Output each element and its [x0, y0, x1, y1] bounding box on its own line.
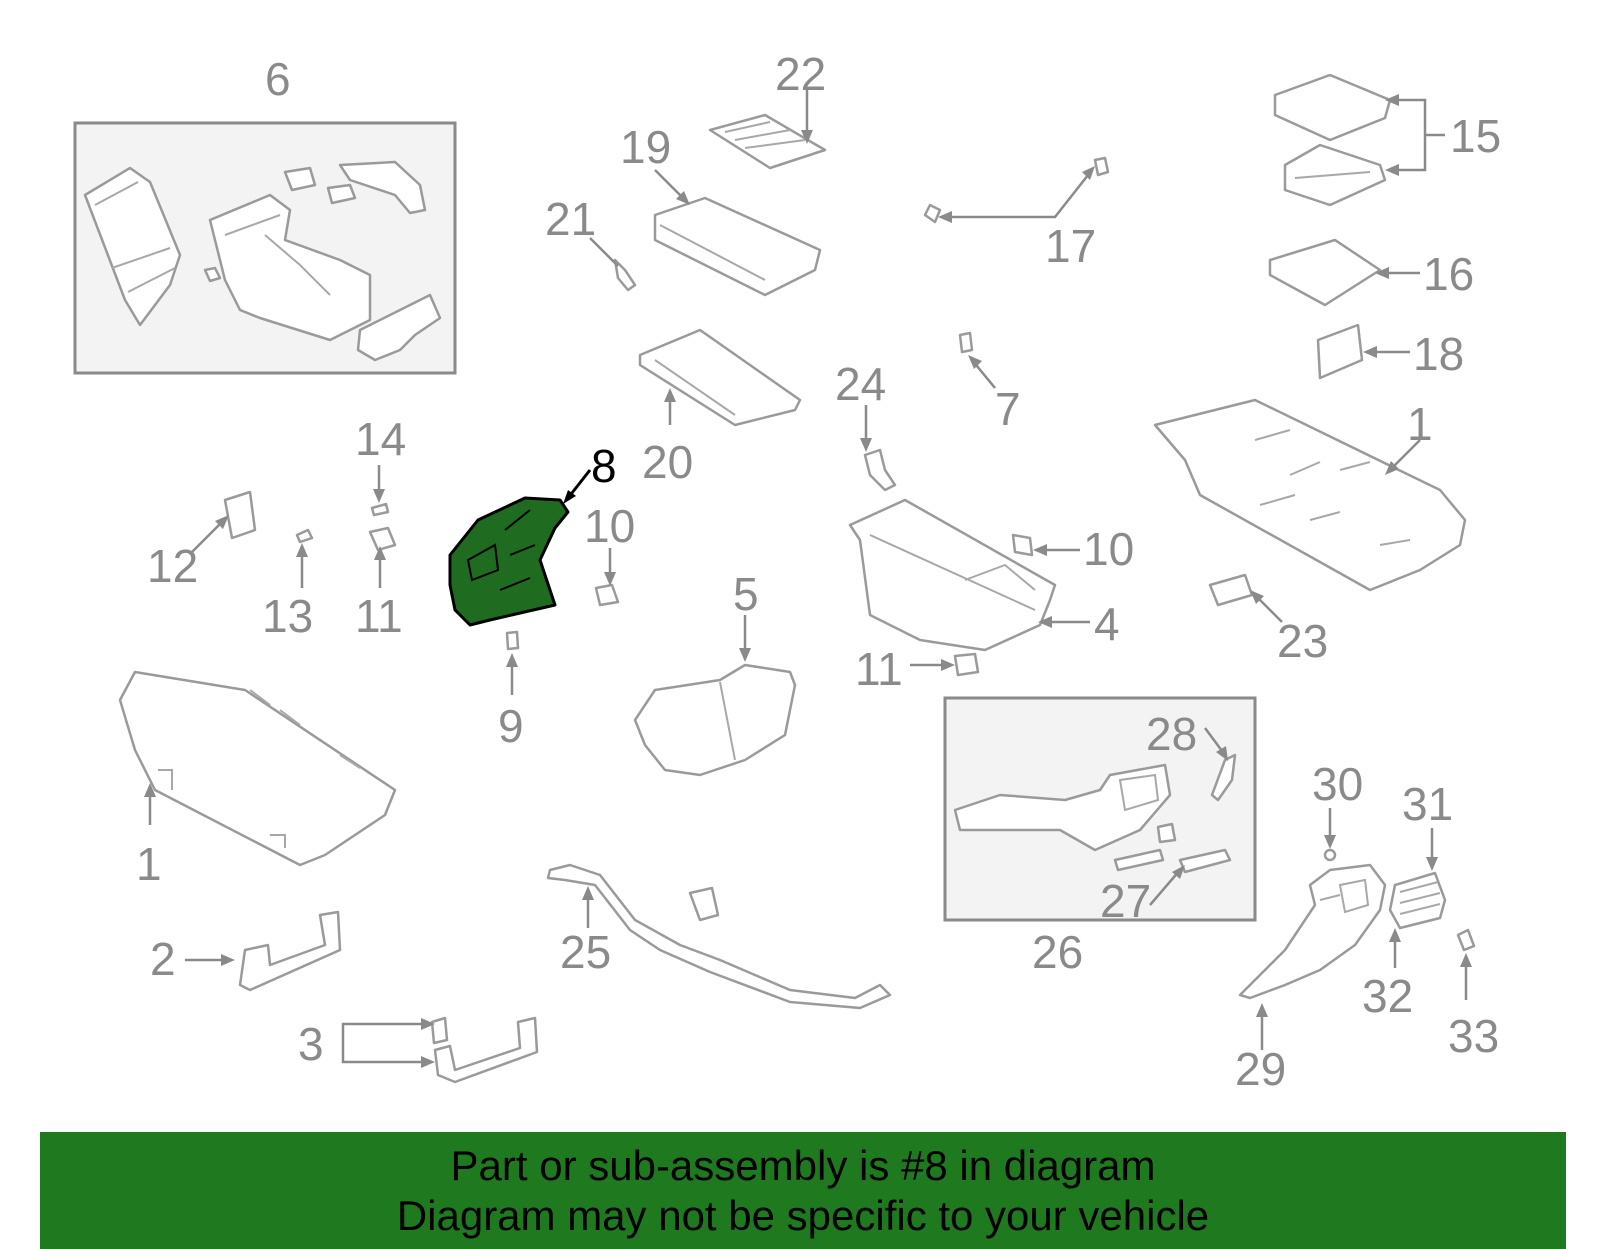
callout-28: 28 — [1146, 708, 1197, 760]
part-29-side-trim[interactable] — [1238, 863, 1387, 1000]
callout-27: 27 — [1100, 875, 1151, 927]
part-6-console-assembly[interactable] — [83, 160, 442, 362]
callout-3: 3 — [298, 1018, 324, 1070]
callout-15: 15 — [1450, 110, 1501, 162]
callout-4: 4 — [1094, 598, 1120, 650]
callout-11-right: 11 — [855, 643, 903, 695]
banner-line-1: Part or sub-assembly is #8 in diagram — [450, 1141, 1156, 1189]
part-3-bracket-set[interactable] — [430, 1016, 539, 1084]
callout-21: 21 — [545, 193, 596, 245]
callout-33: 33 — [1448, 1010, 1499, 1062]
callout-32: 32 — [1362, 970, 1413, 1022]
part-23-switch[interactable] — [1208, 573, 1254, 607]
callout-29: 29 — [1235, 1043, 1286, 1095]
part-8-trim-panel-highlighted[interactable] — [448, 496, 570, 627]
callout-13: 13 — [262, 590, 313, 642]
callout-14: 14 — [355, 413, 406, 465]
callout-16: 16 — [1423, 248, 1474, 300]
part-1-console-base-right[interactable] — [1153, 398, 1467, 592]
part-33-clip[interactable] — [1456, 928, 1476, 952]
callout-25: 25 — [560, 926, 611, 978]
callout-22: 22 — [775, 48, 826, 100]
part-26-duct-assembly[interactable] — [953, 753, 1237, 874]
part-9-clip[interactable] — [505, 630, 520, 651]
callout-11-left: 11 — [355, 590, 403, 642]
part-15-lid-assembly[interactable] — [1273, 73, 1392, 207]
part-11-clip-right[interactable] — [953, 652, 980, 677]
part-24-wire[interactable] — [863, 448, 897, 492]
part-21-clip[interactable] — [613, 258, 637, 292]
callout-20: 20 — [642, 436, 693, 488]
callout-5: 5 — [733, 568, 759, 620]
callout-19: 19 — [620, 121, 671, 173]
notice-banner: Part or sub-assembly is #8 in diagram Di… — [40, 1132, 1566, 1249]
part-5-cup-holder-trim[interactable] — [633, 663, 797, 777]
callout-8-highlighted: 8 — [591, 440, 617, 492]
part-16-lid-inner[interactable] — [1268, 238, 1382, 307]
part-10-clip-left[interactable] — [594, 583, 620, 607]
part-4-storage-bin[interactable] — [848, 498, 1057, 652]
part-7-clip[interactable] — [958, 331, 974, 354]
part-1-console-base-left[interactable] — [118, 670, 397, 867]
callout-10-left: 10 — [584, 500, 635, 552]
callout-9: 9 — [498, 700, 524, 752]
callout-24: 24 — [835, 358, 886, 410]
part-11-clip-left[interactable] — [368, 526, 397, 552]
part-31-vent[interactable] — [1388, 871, 1447, 930]
callout-10-right: 10 — [1083, 523, 1134, 575]
callout-26: 26 — [1032, 926, 1083, 978]
part-17-cable[interactable] — [923, 156, 1110, 224]
part-14-clip[interactable] — [370, 502, 390, 517]
part-25-wire-harness[interactable] — [546, 863, 892, 1010]
callout-6: 6 — [265, 53, 291, 105]
callout-12: 12 — [147, 540, 198, 592]
parts-diagram: 6 22 19 21 17 15 16 18 1 24 7 14 8 20 10… — [73, 48, 1501, 1095]
callout-30: 30 — [1312, 758, 1363, 810]
part-22-tray-mat[interactable] — [708, 113, 827, 170]
part-18-hinge[interactable] — [1316, 323, 1364, 380]
part-30-clip[interactable] — [1323, 848, 1337, 862]
callout-18: 18 — [1413, 328, 1464, 380]
callout-31: 31 — [1402, 778, 1453, 830]
part-13-clip[interactable] — [295, 528, 314, 544]
banner-line-2: Diagram may not be specific to your vehi… — [396, 1191, 1210, 1239]
callout-1-left: 1 — [136, 838, 162, 890]
part-12-bracket[interactable] — [223, 490, 257, 540]
callout-2: 2 — [150, 933, 176, 985]
part-2-bracket[interactable] — [238, 910, 342, 992]
part-20-tray[interactable] — [638, 328, 802, 427]
callout-17: 17 — [1045, 220, 1096, 272]
callout-1-right: 1 — [1407, 398, 1433, 450]
part-19-armrest-pad[interactable] — [653, 196, 822, 297]
part-10-clip-right[interactable] — [1011, 533, 1034, 557]
callout-7: 7 — [995, 383, 1021, 435]
callout-23: 23 — [1277, 615, 1328, 667]
